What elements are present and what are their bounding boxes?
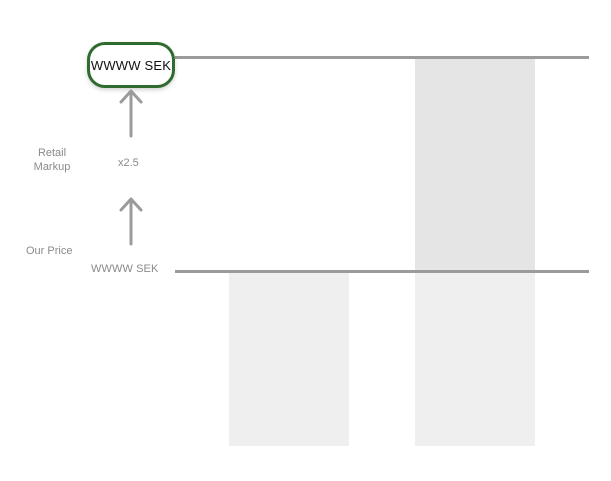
markup-multiplier: x2.5 xyxy=(118,157,139,169)
arrow-up-icon xyxy=(119,197,143,246)
our-price-value: WWWW SEK xyxy=(91,263,159,275)
our-price-label: Our Price xyxy=(26,245,73,257)
retail-price-bar xyxy=(415,57,535,271)
retail-price-line xyxy=(175,56,589,59)
our-price-bar-left xyxy=(229,271,349,446)
our-price-bar-right xyxy=(415,271,535,446)
arrow-up-icon xyxy=(119,89,143,138)
our-price-line xyxy=(175,270,589,273)
retail-markup-label: Retail Markup xyxy=(33,147,71,173)
retail-price-badge: WWWW SEK xyxy=(87,42,175,88)
